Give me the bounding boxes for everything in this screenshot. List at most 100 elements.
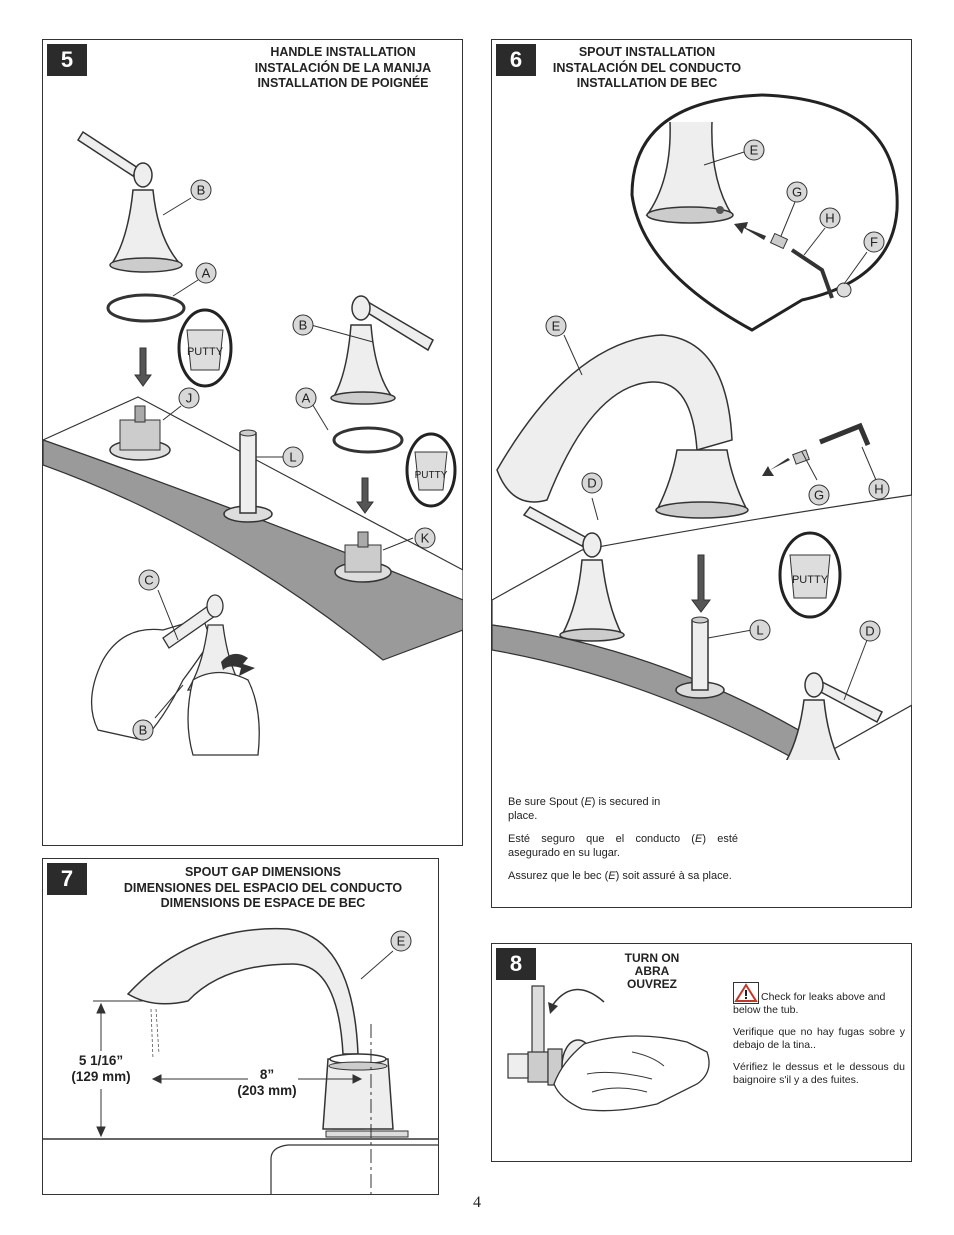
callout-e: E (750, 143, 759, 158)
rotate-arrow (549, 988, 605, 1010)
callout-b: B (139, 723, 148, 738)
note-text: Be sure Spout ( (508, 796, 585, 808)
callout-g: G (792, 185, 802, 200)
step-title: SPOUT GAP DIMENSIONS DIMENSIONES DEL ESP… (103, 865, 423, 912)
width-mm: (203 mm) (237, 1083, 297, 1098)
height-label: 5 1/16” (129 mm) (63, 1053, 139, 1085)
water-stream (150, 1008, 160, 1060)
step-title: SPOUT INSTALLATION INSTALACIÓN DEL CONDU… (522, 45, 772, 92)
note-text: ) esté asegurado en su lugar. (508, 833, 738, 859)
hands-tightening (90, 594, 260, 756)
width-label: 8” (203 mm) (231, 1067, 303, 1099)
step-7-panel: 7 SPOUT GAP DIMENSIONS DIMENSIONES DEL E… (42, 858, 439, 1195)
note-en: Check for leaks above and below the tub. (733, 982, 905, 1017)
spout-riser (675, 616, 725, 699)
title-en: SPOUT GAP DIMENSIONS (184, 865, 342, 879)
note-en: Be sure Spout (E) is secured in place. (508, 795, 668, 823)
title-fr: INSTALLATION DE BEC (576, 76, 718, 90)
warning-icon (733, 982, 759, 1004)
callout-j: J (186, 391, 193, 406)
callout-b: B (197, 183, 206, 198)
handle-right (330, 295, 434, 405)
o-ring-left (106, 293, 186, 323)
callout-k: K (421, 531, 430, 546)
spout (126, 927, 409, 1138)
set-screw-detail (769, 232, 789, 250)
leader-line (360, 950, 394, 980)
step-title: HANDLE INSTALLATION INSTALACIÓN DE LA MA… (218, 45, 468, 92)
deck-side (43, 439, 463, 661)
step-6-panel: 6 SPOUT INSTALLATION INSTALACIÓN DEL CON… (491, 39, 912, 908)
step-5-panel: 5 HANDLE INSTALLATION INSTALACIÓN DE LA … (42, 39, 463, 846)
tub-edge (270, 1144, 439, 1194)
height-dimension (93, 1000, 143, 1140)
putty-label: PUTTY (415, 470, 448, 481)
note-es: Esté seguro que el conducto (E) esté ase… (508, 832, 738, 860)
callout-l: L (756, 623, 763, 638)
putty-cup: PUTTY (778, 531, 842, 619)
note-var: E (694, 833, 703, 845)
title-fr: OUVREZ (626, 977, 677, 991)
note-var: E (584, 796, 592, 808)
height-in: 5 1/16” (63, 1053, 139, 1069)
button-detail (836, 282, 852, 298)
height-whole: 5 1 (78, 1053, 98, 1068)
callout-d: D (865, 624, 874, 639)
callout-c: C (144, 573, 153, 588)
handle-installation-figure: PUTTY PUTTY (43, 130, 463, 756)
page-number: 4 (473, 1194, 481, 1211)
callout-b: B (299, 318, 308, 333)
callout-l: L (289, 450, 296, 465)
title-en: HANDLE INSTALLATION (270, 45, 416, 59)
step-number: 7 (47, 863, 87, 895)
note-text: ) soit assuré à sa place. (615, 870, 732, 882)
arrow-down-left (134, 347, 152, 387)
callout-d: D (587, 476, 596, 491)
callout-h: H (874, 482, 883, 497)
note-es: Verifique que no hay fugas sobre y debaj… (733, 1026, 905, 1051)
rotate-arrow-head (548, 1002, 558, 1014)
note-text: Assurez que le bec ( (508, 870, 609, 882)
note-text: Check for leaks above and below the tub. (733, 991, 886, 1016)
note-fr: Assurez que le bec (E) soit assuré à sa … (508, 869, 768, 883)
callout-g: G (814, 488, 824, 503)
o-ring-right (332, 426, 404, 454)
spout (496, 334, 749, 519)
title-en: SPOUT INSTALLATION (578, 45, 716, 59)
putty-label: PUTTY (792, 574, 829, 586)
handle-right (785, 672, 884, 760)
spout-riser (223, 429, 273, 523)
callout-e: E (397, 934, 406, 949)
spout-base-detail (645, 121, 734, 224)
hex-key (819, 422, 871, 446)
putty-label: PUTTY (187, 346, 224, 358)
title-en: TURN ON (624, 951, 680, 965)
leak-check-note: Check for leaks above and below the tub.… (733, 982, 905, 1096)
title-fr: DIMENSIONS DE ESPACE DE BEC (160, 896, 366, 910)
width-in: 8” (259, 1067, 275, 1082)
callout-labels: B A B A J L K C B (132, 179, 436, 741)
spout-gap-figure: E (43, 927, 439, 1194)
callout-e: E (552, 319, 561, 334)
arrow-down (691, 554, 711, 613)
title-es: ABRA (634, 964, 670, 978)
step-8-panel: 8 TURN ON ABRA OUVREZ Check for leaks ab (491, 943, 912, 1162)
leader-lines (154, 197, 414, 719)
note-fr: Vérifiez le dessus et le dessous du baig… (733, 1061, 905, 1086)
height-mm: (129 mm) (71, 1069, 131, 1084)
height-frac: /16” (97, 1053, 124, 1068)
step-number: 5 (47, 44, 87, 76)
callout-a: A (302, 391, 311, 406)
putty-cup-right: PUTTY (405, 432, 457, 508)
valve-left (109, 405, 171, 461)
set-screw (792, 449, 810, 465)
step-number: 6 (496, 44, 536, 76)
step-number: 8 (496, 948, 536, 980)
callout-a: A (202, 266, 211, 281)
title-es: DIMENSIONES DEL ESPACIO DEL CONDUCTO (123, 880, 403, 895)
spout-secure-note: Be sure Spout (E) is secured in place. E… (508, 795, 738, 892)
putty-cup-left: PUTTY (177, 308, 233, 388)
hand (553, 1035, 710, 1112)
title-es: INSTALACIÓN DE LA MANIJA (254, 60, 432, 75)
callout-h: H (825, 211, 834, 226)
